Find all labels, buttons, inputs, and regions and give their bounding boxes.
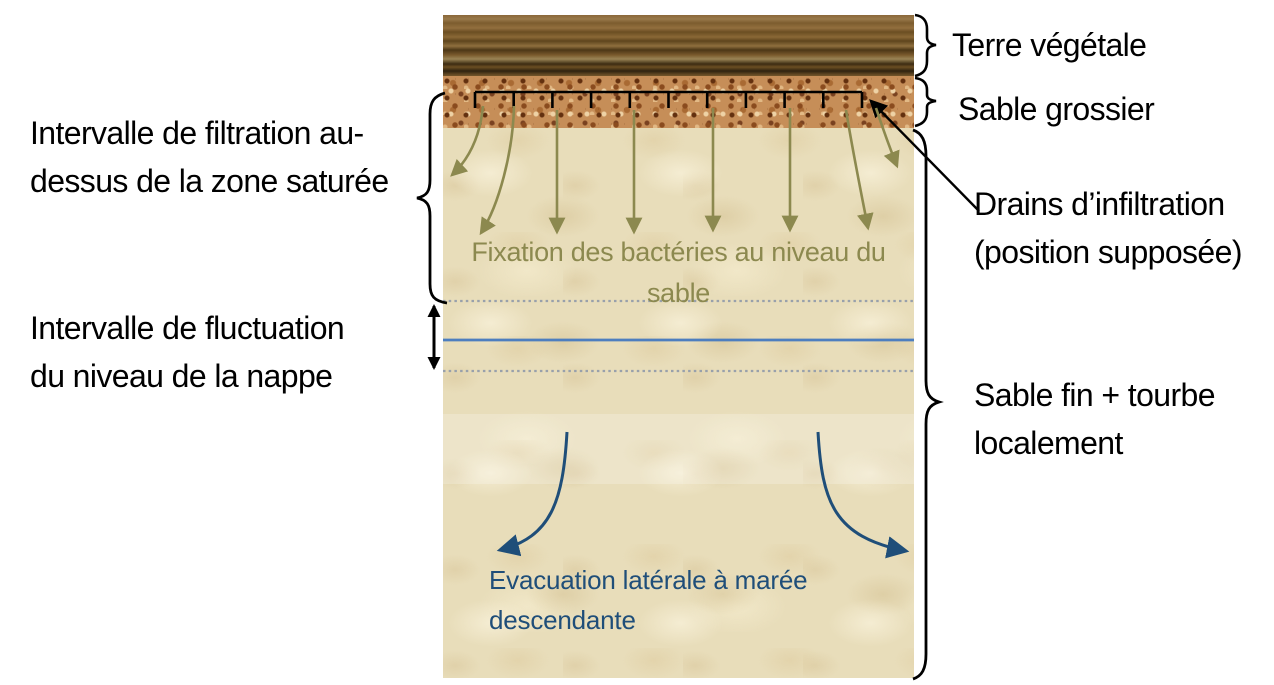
label-line: Sable fin + tourbe [974,377,1216,413]
label-line: Drains d’infiltration [974,186,1225,222]
infiltration-arrows [450,105,900,236]
brace-sable-fin [912,128,944,681]
label-line: descendante [489,605,636,635]
infiltration-arrow [844,109,874,231]
label-line: localement [974,425,1123,461]
label-line: Sable grossier [958,91,1155,127]
label-line: Intervalle de filtration au- [30,115,364,151]
label-line: sable [646,278,711,308]
infiltration-arrow [450,105,485,177]
brace-terre-vegetale [914,13,937,78]
label-line: Fixation des bactéries au niveau du [471,237,886,267]
fine-sand-layer-texture [443,128,914,678]
infiltration-arrow [874,107,900,169]
left-brace-filtration [416,91,448,305]
label-intervalle-filtration: Intervalle de filtration au- dessus de l… [30,109,389,205]
label-line: dessus de la zone saturée [30,163,389,199]
infiltration-arrow [479,105,516,236]
label-fixation-bacteries: Fixation des bactéries au niveau du sabl… [443,232,914,314]
brace-sable-grossier [914,76,937,128]
label-line: Evacuation latérale à marée [489,565,808,595]
label-drains-infiltration: Drains d’infiltration (position supposée… [974,180,1242,276]
coarse-sand-layer-texture [443,76,914,128]
soil-column [443,15,914,678]
evacuation-arrow-right [816,431,910,559]
label-intervalle-fluctuation: Intervalle de fluctuation du niveau de l… [30,304,345,400]
label-sable-fin-tourbe: Sable fin + tourbe localement [974,371,1216,467]
label-terre-vegetale: Terre végétale [952,21,1147,69]
label-evacuation-laterale: Evacuation latérale à marée descendante [489,560,808,640]
drain-comb-line [473,90,864,108]
label-line: Intervalle de fluctuation [30,310,345,346]
label-line: Terre végétale [952,27,1147,63]
label-sable-grossier: Sable grossier [958,85,1155,133]
topsoil-layer-texture [443,15,914,76]
label-line: du niveau de la nappe [30,358,333,394]
evacuation-arrow-left [496,431,569,557]
water-table-fluctuation-band [443,414,914,484]
label-line: (position supposée) [974,234,1242,270]
